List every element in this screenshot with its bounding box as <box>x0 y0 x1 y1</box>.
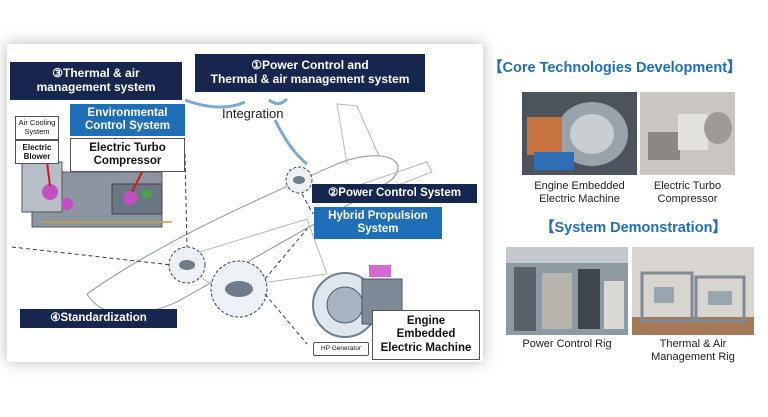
engine-machine-label: Engine Embedded Electric Machine <box>372 310 480 360</box>
system-demo-heading: 【System Demonstration】 <box>540 220 727 236</box>
hybrid-propulsion-label: Hybrid Propulsion System <box>314 207 442 239</box>
turbo-compressor-photo <box>640 92 735 175</box>
power-rig-photo <box>506 247 628 335</box>
thermal-system-illustration <box>12 122 184 247</box>
caption-thermal-rig: Thermal & Air Management Rig <box>651 338 735 363</box>
caption-power-rig: Power Control Rig <box>522 338 612 350</box>
electric-blower-label: Electric Blower <box>15 140 59 164</box>
hybrid-engine-illustration <box>307 259 407 351</box>
thermal-rig-photo <box>632 247 754 335</box>
air-cooling-label: Air Cooling System <box>15 116 59 140</box>
env-control-label: Environmental Control System <box>70 104 185 136</box>
electric-motor-photo <box>522 92 637 175</box>
turbo-compressor-label: Electric Turbo Compressor <box>70 138 185 172</box>
standardization-title: ④Standardization <box>20 309 177 328</box>
power-thermal-title: ①Power Control and Thermal & air managem… <box>195 54 425 92</box>
caption-turbo-compressor: Electric Turbo Compressor <box>653 180 722 205</box>
hp-generator-label: HP Generator <box>313 342 369 356</box>
thermal-title: ③Thermal & air management system <box>10 62 182 100</box>
core-tech-heading: 【Core Technologies Development】 <box>488 60 742 76</box>
power-control-title: ②Power Control System <box>312 184 477 203</box>
caption-electric-machine: Engine Embedded Electric Machine <box>534 180 625 205</box>
aircraft-illustration <box>11 97 433 345</box>
integration-label: Integration <box>222 106 284 121</box>
